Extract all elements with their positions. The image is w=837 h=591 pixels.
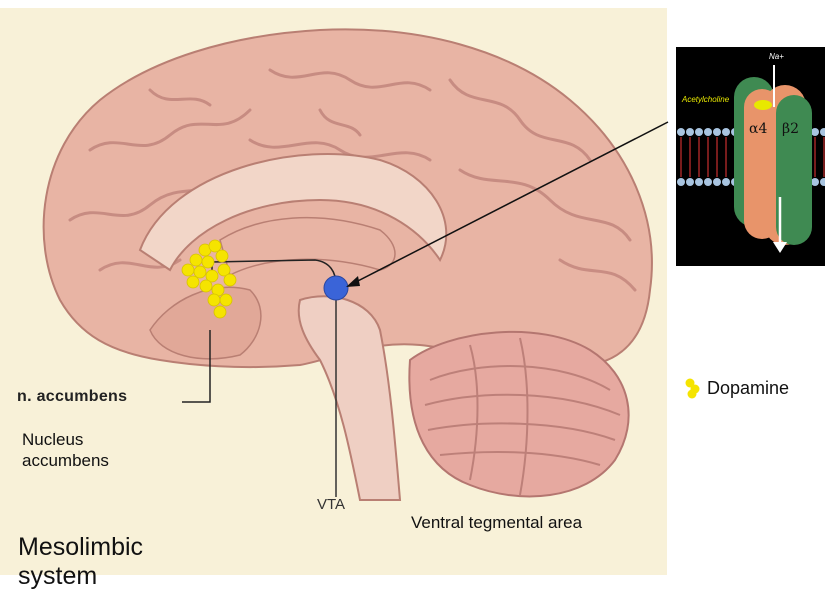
n-accumbens-tag: n. accumbens xyxy=(17,388,127,406)
dopamine-legend: Dopamine xyxy=(685,374,789,402)
nucleus-accumbens-label: Nucleus accumbens xyxy=(22,429,142,471)
receptor-inset: Na+ Acetylcholine α4 β2 xyxy=(676,47,825,266)
vta-marker xyxy=(324,276,348,300)
alpha4-subunit-label: α4 xyxy=(749,121,767,137)
sodium-ion-label: Na+ xyxy=(769,52,784,61)
dopamine-icon xyxy=(685,377,701,399)
acetylcholine-label: Acetylcholine xyxy=(682,95,729,104)
mesolimbic-system-title: Mesolimbic system xyxy=(18,533,198,591)
dopamine-legend-label: Dopamine xyxy=(707,378,789,399)
beta2-subunit-label: β2 xyxy=(782,121,799,137)
nicotinic-receptor-illustration xyxy=(676,47,825,266)
cerebellum xyxy=(409,332,628,497)
ventral-tegmental-area-label: Ventral tegmental area xyxy=(411,512,611,534)
vta-label: VTA xyxy=(317,496,345,513)
